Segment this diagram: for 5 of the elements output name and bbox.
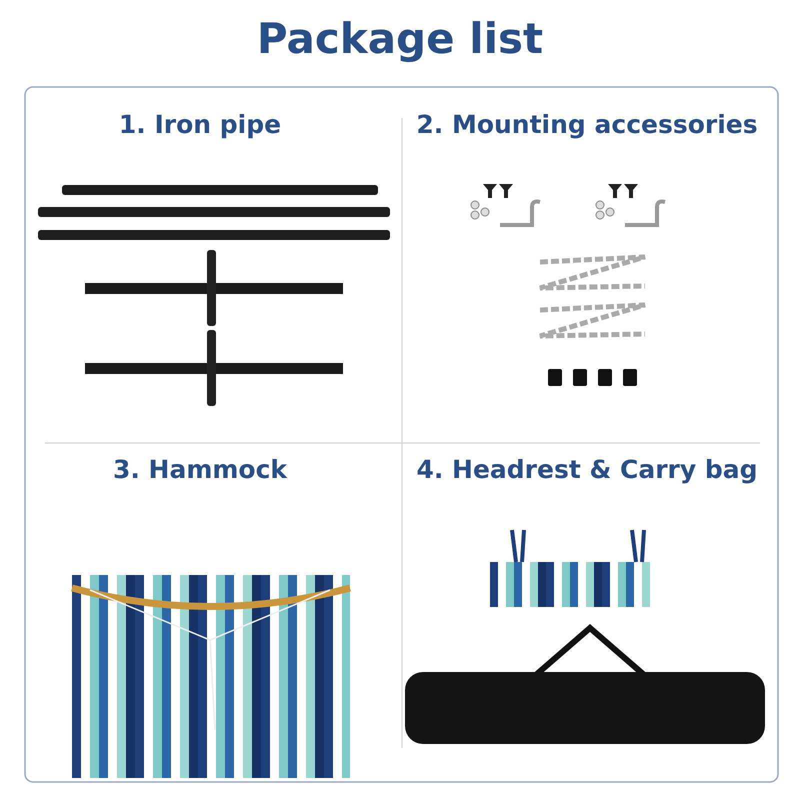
title: Package list [256, 14, 544, 63]
section-heading: 2. Mounting accessories [415, 110, 759, 139]
section-heading: 1. Iron pipe [118, 110, 282, 139]
section-heading: 3. Hammock [112, 455, 288, 484]
section-heading: 4. Headrest & Carry bag [415, 455, 759, 484]
